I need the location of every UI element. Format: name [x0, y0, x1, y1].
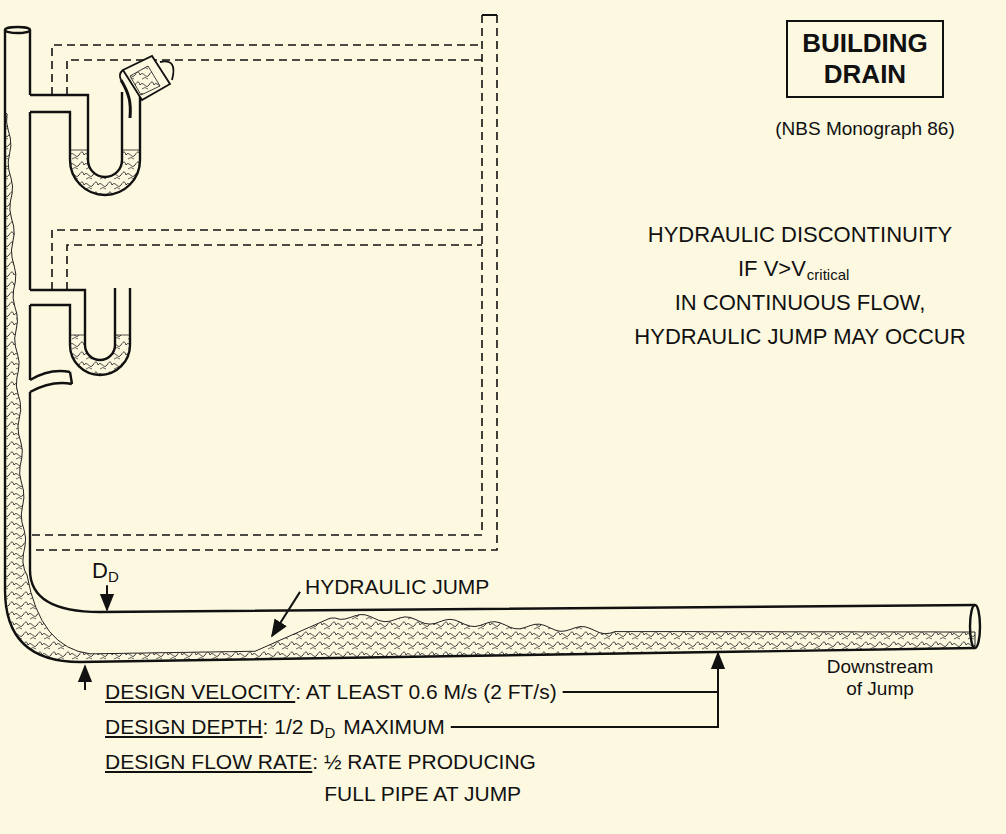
- subscript: critical: [807, 266, 850, 283]
- note-text: HYDRAULIC JUMP MAY OCCUR: [634, 324, 965, 349]
- note-text: HYDRAULIC DISCONTINUITY: [648, 222, 952, 247]
- dimension-symbol: D: [92, 558, 108, 583]
- pitcher: [120, 56, 174, 118]
- water-flow: [5, 112, 975, 662]
- spec-value: : ½ RATE PRODUCING: [312, 750, 536, 774]
- box-title: BUILDING DRAIN: [802, 28, 928, 90]
- note-text: IN CONTINUOUS FLOW,: [675, 290, 926, 315]
- title-box: BUILDING DRAIN: [786, 20, 944, 98]
- spec-value: MAXIMUM: [343, 715, 445, 739]
- leader-line: [272, 592, 300, 636]
- spec-heading: DESIGN DEPTH: [105, 715, 263, 739]
- subscript: D: [108, 568, 119, 585]
- note-text: IF V>V: [738, 256, 806, 281]
- vent-piping: [30, 15, 497, 550]
- spec-heading: DESIGN VELOCITY: [105, 680, 295, 704]
- trap-seal: [70, 150, 140, 195]
- trap-seal: [70, 335, 130, 375]
- vent-cap: [482, 14, 497, 16]
- part-label: HYDRAULIC JUMP: [305, 575, 489, 599]
- location-note: Downstream of Jump: [821, 656, 939, 700]
- leader-line: [563, 691, 718, 693]
- spec-value: : 1/2 D: [263, 715, 325, 739]
- spec-heading: DESIGN FLOW RATE: [105, 750, 312, 774]
- pipe-walls: [5, 27, 980, 662]
- subscript: D: [324, 724, 335, 741]
- spec-value: : AT LEAST 0.6 M/s (2 FT/s): [295, 680, 556, 704]
- spec-value: FULL PIPE AT JUMP: [324, 782, 521, 806]
- leader-line: [84, 666, 86, 690]
- leader-line: [106, 585, 108, 610]
- source-note: (NBS Monograph 86): [775, 118, 955, 140]
